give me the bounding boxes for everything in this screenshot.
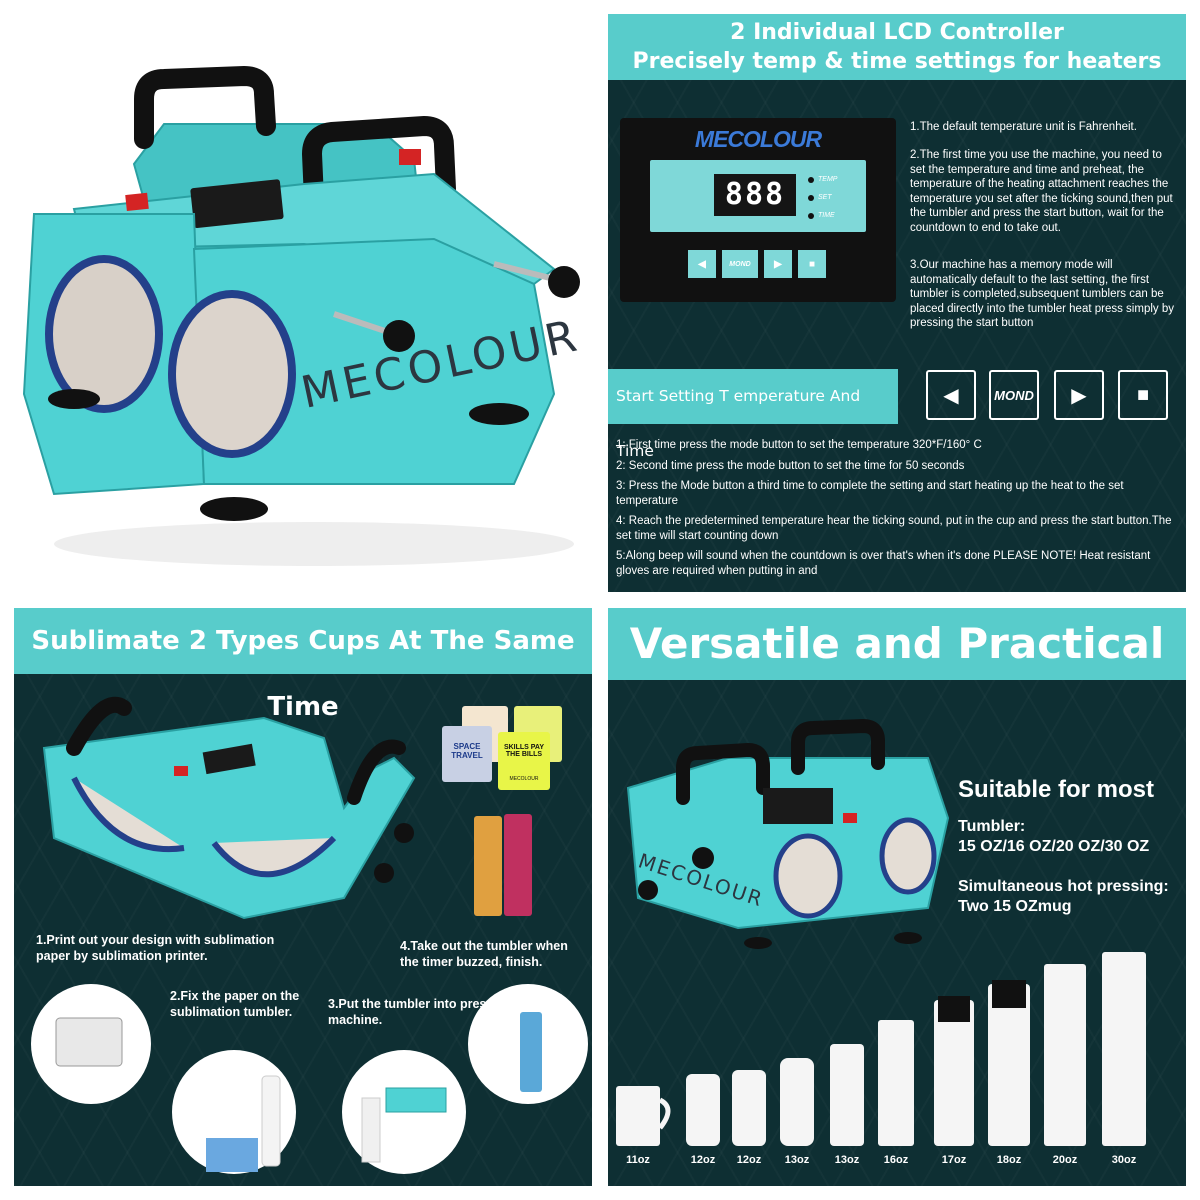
cup-size-label: 12oz: [736, 1154, 762, 1166]
note-2: 2.The first time you use the machine, yo…: [910, 149, 1173, 234]
mug-print-space-travel: SPACE TRAVEL: [451, 742, 483, 760]
setting-step-2: 2: Second time press the mode button to …: [616, 459, 965, 472]
simultaneous-label: Simultaneous hot pressing:: [958, 878, 1169, 895]
mond-key-icon: MOND: [722, 250, 758, 278]
lcd-title-line1: 2 Individual LCD Controller: [730, 20, 1064, 45]
tumbler-label: Tumbler:: [958, 818, 1026, 835]
cup-size-label: 18oz: [996, 1154, 1022, 1166]
note-1: 1.The default temperature unit is Fahren…: [910, 121, 1137, 133]
note-3: 3.Our machine has a memory mode will aut…: [910, 259, 1174, 329]
cup-size-label: 17oz: [941, 1154, 967, 1166]
lcd-digit-display: 888: [714, 174, 796, 216]
stop-square-icon: ■: [798, 250, 826, 278]
cup-size-label: 11oz: [626, 1154, 650, 1166]
product-photo-panel: MECOLOUR: [14, 14, 592, 592]
lcd-title-line2: Precisely temp & time settings for heate…: [632, 49, 1162, 74]
stop-square-icon: ■: [1118, 370, 1168, 420]
simultaneous-value: Two 15 OZmug: [958, 898, 1072, 915]
sublimate-illustration: [31, 696, 588, 1174]
sublimate-title: Sublimate 2 Types Cups At The Same Time: [14, 608, 592, 722]
mond-key-icon: MOND: [989, 370, 1039, 420]
cup-size-label: 12oz: [690, 1154, 716, 1166]
start-setting-bar: Start Setting T emperature And Time: [608, 369, 898, 460]
mug-print-skills: SKILLS PAY THE BILLS: [503, 744, 545, 758]
tumbler-sizes: 15 OZ/16 OZ/20 OZ/30 OZ: [958, 838, 1150, 855]
mug-brand: MECOLOUR: [509, 776, 539, 782]
left-arrow-icon: ◀: [926, 370, 976, 420]
lcd-brand: MECOLOUR: [694, 126, 822, 152]
sublimate-step-4: 4.Take out the tumbler when the timer bu…: [400, 939, 568, 969]
sublimate-step-2: 2.Fix the paper on the sublimation tumbl…: [170, 989, 300, 1019]
temp-indicator: TEMP: [807, 176, 838, 183]
set-indicator: SET: [808, 194, 832, 201]
lcd-title-band: 2 Individual LCD Controller Precisely te…: [608, 14, 1186, 80]
cup-size-label: 30oz: [1111, 1154, 1137, 1166]
lcd-face: 888 TEMP SET TIME: [650, 160, 866, 232]
versatile-title: Versatile and Practical: [608, 608, 1186, 680]
setting-step-4: 4: Reach the predetermined temperature h…: [616, 515, 1172, 542]
setting-steps: 1: First time press the mode button to s…: [616, 438, 1176, 584]
lcd-controller-panel: 2 Individual LCD Controller Precisely te…: [608, 14, 1186, 592]
setting-step-3: 3: Press the Mode button a third time to…: [616, 480, 1124, 507]
cup-size-label: 13oz: [784, 1154, 810, 1166]
sublimate-step-3: 3.Put the tumbler into press machine.: [328, 997, 494, 1027]
sublimate-panel: Sublimate 2 Types Cups At The Same Time …: [14, 608, 592, 1186]
cup-size-label: 20oz: [1052, 1154, 1078, 1166]
left-arrow-icon: ◀: [688, 250, 716, 278]
time-indicator: TIME: [808, 212, 835, 219]
right-arrow-icon: ▶: [764, 250, 792, 278]
lcd-key-row: ◀ MOND ▶ ■: [688, 250, 826, 278]
setting-step-5: 5:Along beep will sound when the countdo…: [616, 550, 1151, 577]
sublimate-step-1: 1.Print out your design with sublimation…: [36, 933, 275, 963]
heat-press-machine-image: [22, 65, 580, 566]
suitable-heading: Suitable for most: [958, 776, 1155, 803]
right-arrow-icon: ▶: [1054, 370, 1104, 420]
lcd-controller-illustration: MECOLOUR 888 TEMP SET TIME ◀ MOND ▶ ■: [620, 118, 896, 302]
setting-step-1: 1: First time press the mode button to s…: [616, 439, 982, 451]
versatile-panel: Versatile and Practical MECOLOUR Suitabl…: [608, 608, 1186, 1186]
machine-and-cups-illustration: [616, 718, 1146, 1146]
cup-size-label: 13oz: [834, 1154, 860, 1166]
cup-size-label: 16oz: [883, 1154, 909, 1166]
